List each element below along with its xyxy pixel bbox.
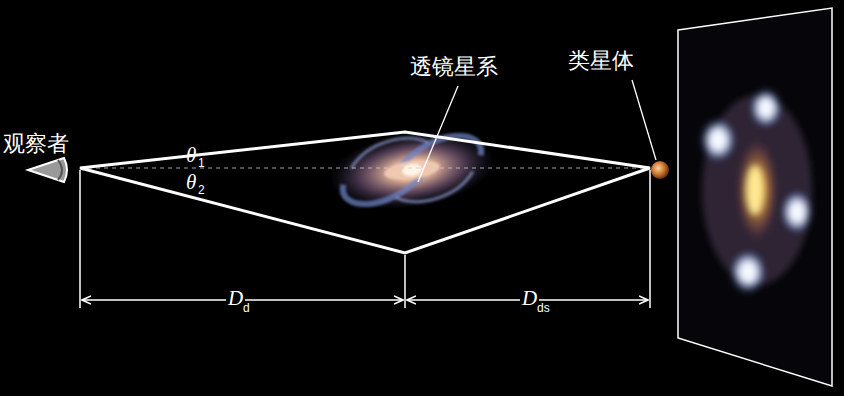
lens-galaxy-label: 透镜星系 — [410, 56, 498, 78]
angle-symbol: θ — [186, 172, 196, 193]
angle-subscript: 1 — [198, 157, 205, 169]
angle-symbol: θ — [186, 145, 196, 166]
observer-label: 观察者 — [3, 133, 69, 155]
distance-subscript: d — [241, 302, 252, 314]
quasar-label: 类星体 — [568, 50, 634, 72]
angle-subscript: 2 — [198, 184, 205, 196]
distance-subscript: ds — [535, 302, 552, 314]
